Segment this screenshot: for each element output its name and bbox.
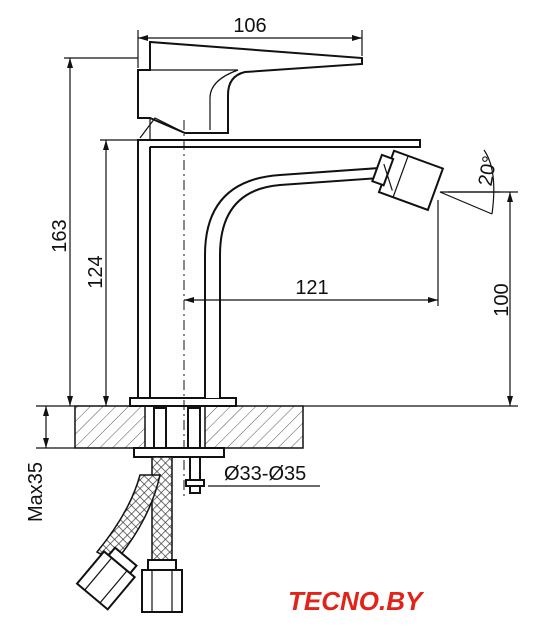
dimension-label-angle: 20° bbox=[475, 154, 502, 188]
dimension-label-163: 163 bbox=[49, 219, 71, 252]
under-counter-fittings bbox=[75, 407, 225, 613]
logo-text: TECNO.BY bbox=[288, 586, 425, 616]
dimension-max35: Max35 bbox=[25, 405, 75, 522]
dimension-angle: 20° bbox=[439, 149, 502, 215]
brand-logo: TECNO.BY bbox=[288, 586, 425, 616]
dimension-163: 163 bbox=[49, 57, 138, 406]
dimension-label-121: 121 bbox=[295, 277, 328, 299]
dimension-label-hole: Ø33-Ø35 bbox=[224, 463, 306, 485]
dimension-121: 121 bbox=[184, 200, 439, 306]
dimension-label-106: 106 bbox=[233, 15, 266, 37]
faucet-body bbox=[129, 40, 421, 407]
dimension-label-100: 100 bbox=[491, 283, 513, 316]
dimension-hole-diameter: Ø33-Ø35 bbox=[208, 463, 320, 487]
dimension-100: 100 bbox=[303, 191, 518, 407]
dimension-106: 106 bbox=[137, 15, 363, 68]
dimension-124: 124 bbox=[85, 139, 138, 406]
dimension-label-124: 124 bbox=[85, 255, 107, 288]
bidet-nozzle bbox=[371, 149, 445, 212]
dimension-label-max35: Max35 bbox=[25, 462, 47, 522]
